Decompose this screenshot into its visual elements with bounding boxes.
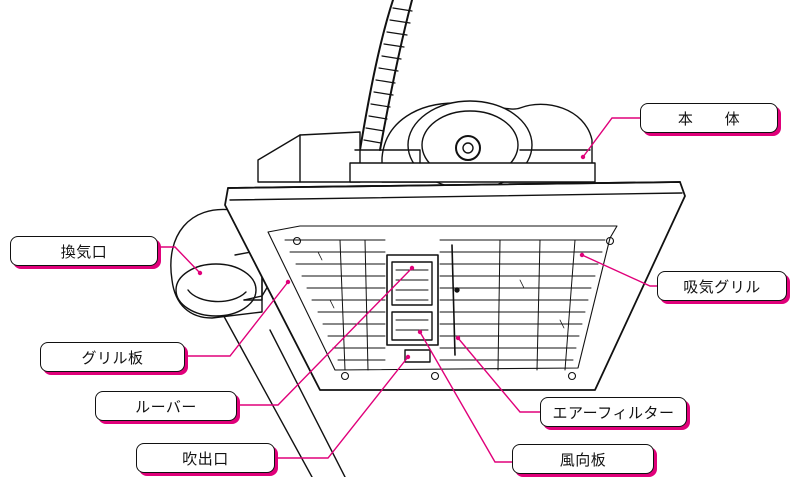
outlet-louver-block [386,244,460,363]
label-kankiguchi: 換気口 [10,236,158,266]
leader-line-grille-ita [185,281,289,357]
label-kyuki-grille: 吸気グリル [657,271,787,301]
leader-lines [158,117,660,463]
label-louver-text: ルーバー [135,397,197,416]
grille-slats [284,239,606,371]
label-fukouban: 風向板 [512,444,654,474]
label-hontai-text: 本 体 [677,109,741,128]
flexible-hose [359,0,413,151]
label-hontai: 本 体 [640,103,778,133]
label-air-filter-text: エアーフィルター [552,403,675,422]
label-kankiguchi-text: 換気口 [60,242,108,261]
leader-line-louver [237,267,413,406]
unit-body [257,100,596,190]
label-air-filter: エアーフィルター [540,397,687,427]
grille-screws [292,236,615,381]
leader-line-hontai [582,117,640,158]
leader-line-air-filter [457,337,540,413]
label-kyuki-grille-text: 吸気グリル [683,277,761,296]
exhaust-duct [170,208,271,319]
grille-panel-shape [224,181,686,391]
leader-line-kyuki-grille [581,254,660,287]
label-grille-ita-text: グリル板 [81,348,144,367]
label-fukouban-text: 風向板 [559,450,607,469]
label-grille-ita: グリル板 [40,342,185,372]
leader-line-kankiguchi [158,246,201,274]
leader-line-fukouban [419,331,512,463]
label-fukidashi-guchi: 吹出口 [136,443,275,473]
leader-dots [197,154,586,360]
leader-line-fukidashi [275,356,409,459]
label-fukidashi-guchi-text: 吹出口 [182,449,229,468]
label-louver: ルーバー [95,391,237,421]
